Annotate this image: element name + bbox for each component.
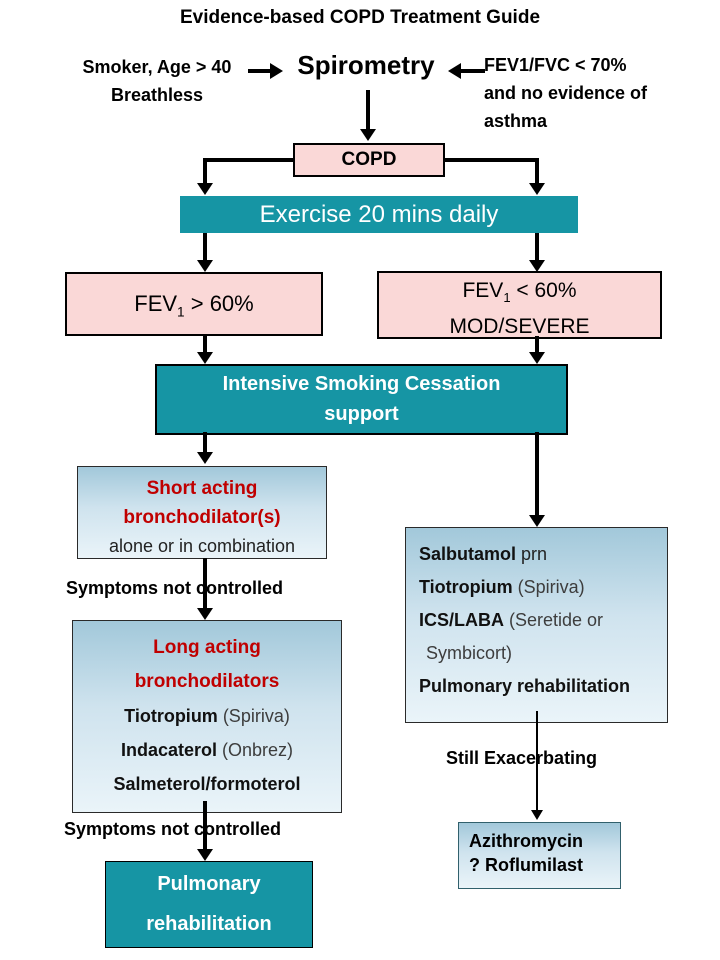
- arrowhead-down-icon: [197, 452, 213, 464]
- smoker-line1: Smoker, Age > 40: [82, 57, 232, 77]
- node-fev-high: FEV1 > 60%: [65, 272, 323, 336]
- arrowhead-down-icon: [197, 352, 213, 364]
- long-acting-drug-2: Indacaterol (Onbrez): [120, 740, 294, 760]
- severe-drug-3: ICS/LABA (Seretide or: [419, 610, 604, 630]
- severe-drug-2: Tiotropium (Spiriva): [419, 577, 585, 597]
- arrowhead-down-icon: [531, 810, 543, 820]
- label-still-exacerbating: Still Exacerbating: [446, 748, 598, 768]
- smoker-line2: Breathless: [110, 85, 204, 105]
- severe-drug-5: Pulmonary rehabilitation: [419, 676, 631, 696]
- arrowhead-down-icon: [197, 849, 213, 861]
- fev-low-sub: 1: [503, 290, 511, 306]
- label-symptoms-not-controlled-1: Symptoms not controlled: [66, 578, 284, 598]
- fev-low-suffix: < 60%: [510, 279, 577, 302]
- short-acting-line1: Short acting: [146, 478, 258, 499]
- arrowhead-down-icon: [529, 352, 545, 364]
- short-acting-line3: alone or in combination: [108, 536, 296, 556]
- criteria-line2: and no evidence of: [484, 83, 648, 103]
- node-short-acting: Short acting bronchodilator(s) alone or …: [77, 466, 327, 559]
- long-acting-line2: bronchodilators: [134, 671, 280, 692]
- pulmonary-line2: rehabilitation: [146, 913, 272, 935]
- input-smoker: Smoker, Age > 40 Breathless: [62, 53, 252, 109]
- arrowhead-down-icon: [529, 515, 545, 527]
- cessation-line1: Intensive Smoking Cessation: [222, 373, 501, 395]
- cessation-line2: support: [324, 403, 399, 425]
- fev-high-prefix: FEV: [134, 291, 178, 316]
- node-spirometry: Spirometry: [297, 50, 435, 80]
- azithromycin-line1: Azithromycin: [469, 831, 584, 851]
- node-smoking-cessation: Intensive Smoking Cessation support: [155, 364, 568, 435]
- severe-drug-4: Symbicort): [426, 643, 513, 663]
- arrowhead-left-icon: [448, 63, 461, 79]
- fev-high-sub: 1: [177, 304, 185, 320]
- short-acting-line2: bronchodilator(s): [123, 507, 281, 528]
- node-copd: COPD: [293, 143, 445, 177]
- arrowhead-down-icon: [197, 260, 213, 272]
- severe-drug-1: Salbutamol prn: [419, 544, 548, 564]
- node-fev-low: FEV1 < 60% MOD/SEVERE: [377, 271, 662, 339]
- arrowhead-down-icon: [529, 183, 545, 195]
- azithromycin-line2: ? Roflumilast: [469, 855, 584, 875]
- arrowhead-down-icon: [197, 183, 213, 195]
- page-title: Evidence-based COPD Treatment Guide: [179, 7, 541, 28]
- criteria-line3: asthma: [484, 111, 548, 131]
- label-symptoms-not-controlled-2: Symptoms not controlled: [64, 819, 282, 839]
- input-criteria: FEV1/FVC < 70% and no evidence of asthma: [484, 51, 684, 135]
- arrowhead-down-icon: [197, 608, 213, 620]
- arrowhead-down-icon: [360, 129, 376, 141]
- node-pulmonary-rehab: Pulmonary rehabilitation: [105, 861, 313, 948]
- criteria-line1: FEV1/FVC < 70%: [484, 55, 627, 75]
- fev-low-line1: FEV1 < 60%: [379, 276, 660, 312]
- node-exercise: Exercise 20 mins daily: [180, 196, 578, 233]
- pulmonary-line1: Pulmonary: [157, 873, 261, 895]
- fev-low-line2: MOD/SEVERE: [449, 315, 590, 339]
- long-acting-drug-3: Salmeterol/formoterol: [113, 774, 301, 794]
- node-severe-treatment: Salbutamol prn Tiotropium (Spiriva) ICS/…: [405, 527, 668, 723]
- long-acting-drug-1: Tiotropium (Spiriva): [124, 706, 290, 726]
- arrowhead-right-icon: [270, 63, 283, 79]
- node-azithromycin: Azithromycin ? Roflumilast: [458, 822, 621, 889]
- node-long-acting: Long acting bronchodilators Tiotropium (…: [72, 620, 342, 813]
- arrowhead-down-icon: [529, 260, 545, 272]
- fev-low-prefix: FEV: [462, 279, 504, 302]
- long-acting-line1: Long acting: [153, 637, 261, 658]
- fev-high-suffix: > 60%: [184, 291, 254, 316]
